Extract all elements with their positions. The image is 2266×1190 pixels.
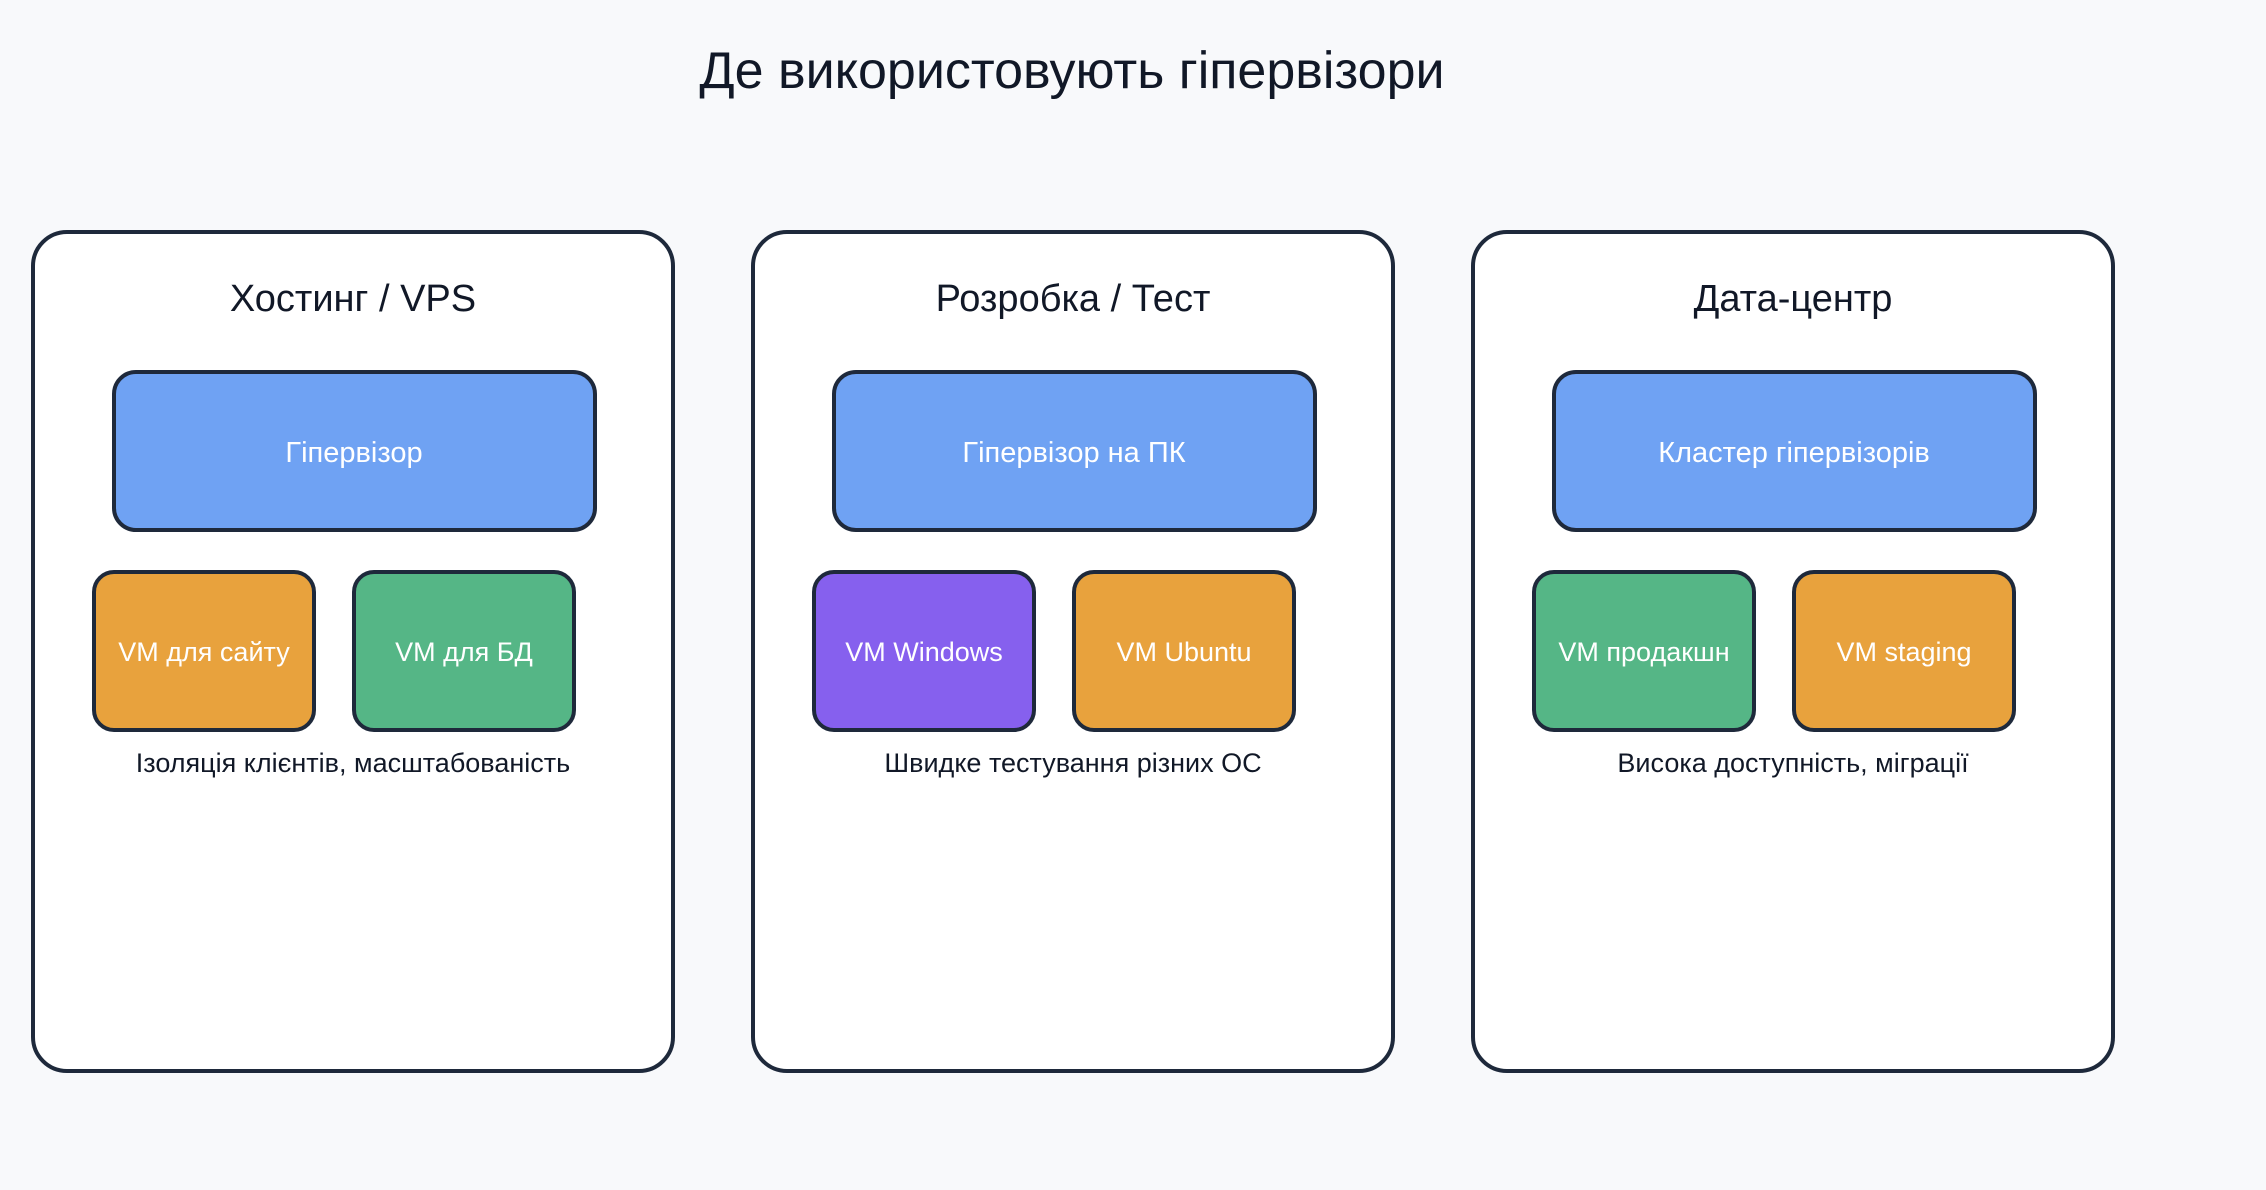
hypervisor-box <box>112 370 597 532</box>
hypervisor-label: Гіпервізор <box>285 437 422 469</box>
vm-label: VM staging <box>1836 637 1971 667</box>
card-caption: Швидке тестування різних ОС <box>884 748 1261 778</box>
vm-box <box>1532 570 1756 732</box>
vm-label: VM продакшн <box>1558 637 1729 667</box>
card-caption: Ізоляція клієнтів, масштабованість <box>136 748 570 778</box>
use-case-card: Хостинг / VPS Гіпервізор VM для сайту VM дл… <box>31 230 675 1073</box>
vm-box <box>812 570 1036 732</box>
card-title: Хостинг / VPS <box>230 278 476 320</box>
hypervisor-box <box>1552 370 2037 532</box>
diagram-title: Де використовують гіпервізори <box>699 42 1444 100</box>
vm-label: VM для сайту <box>118 637 290 667</box>
vm-box <box>352 570 576 732</box>
vm-box <box>1792 570 2016 732</box>
card-title: Дата-центр <box>1694 278 1893 320</box>
vm-box <box>1072 570 1296 732</box>
hypervisor-label: Гіпервізор на ПК <box>962 437 1185 469</box>
card-caption: Висока доступність, міграції <box>1617 748 1969 778</box>
vm-label: VM для БД <box>395 637 533 667</box>
vm-label: VM Ubuntu <box>1116 637 1251 667</box>
vm-label: VM Windows <box>845 637 1003 667</box>
vm-box <box>92 570 316 732</box>
card-title: Розробка / Тест <box>936 278 1211 320</box>
hypervisor-label: Кластер гіпервізорів <box>1658 437 1930 469</box>
hypervisor-box <box>832 370 1317 532</box>
